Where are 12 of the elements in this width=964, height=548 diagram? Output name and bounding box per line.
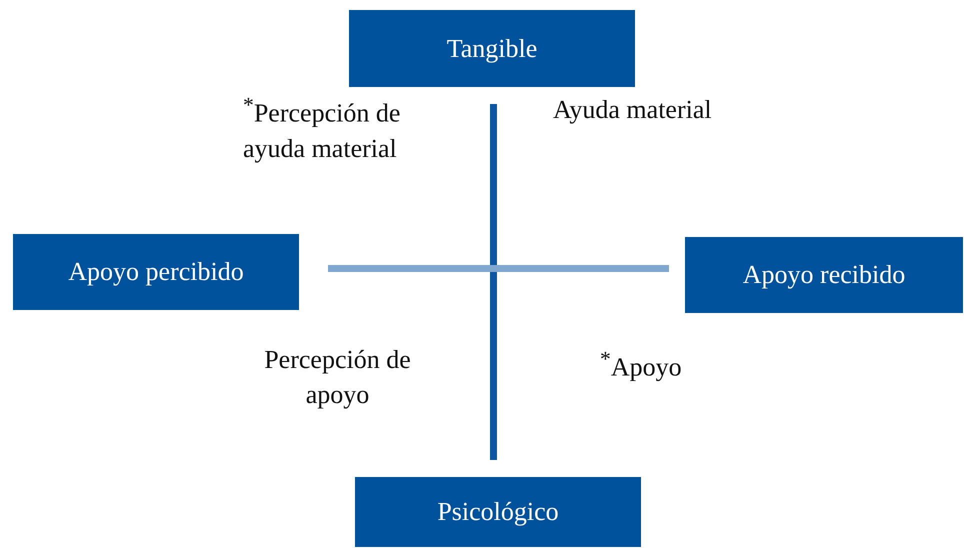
category-box (13, 234, 299, 310)
quadrant-label: Ayuda material (553, 94, 713, 126)
category-box (685, 237, 963, 313)
box-label: Apoyo recibido (742, 260, 906, 290)
quadrant-label: $^{*}$Percepción de ayuda material (243, 92, 402, 165)
box-label: Psicológico (437, 497, 559, 527)
quadrant-label: Percepción de apoyo (263, 344, 412, 411)
box-label: Tangible (446, 34, 538, 64)
box-label: Apoyo percibido (68, 257, 244, 287)
category-box (355, 477, 641, 547)
category-box (349, 10, 635, 87)
quadrant-label: $^{*}$Apoyo (600, 346, 683, 384)
